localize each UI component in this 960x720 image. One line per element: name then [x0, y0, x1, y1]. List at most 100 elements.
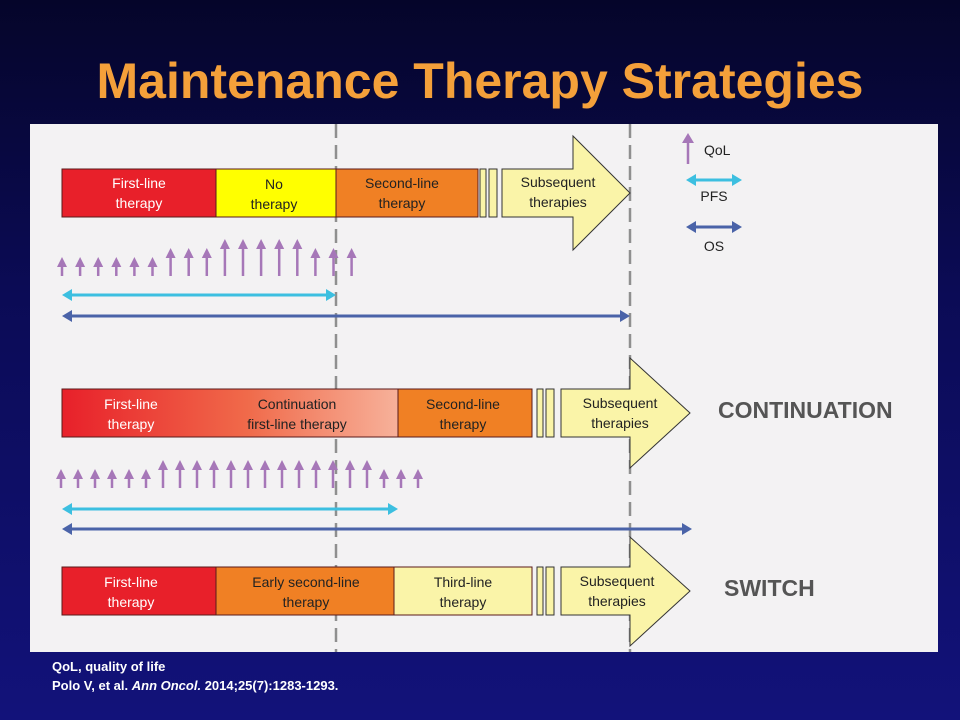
row2-first-line-label-2: therapy: [108, 416, 155, 432]
qol-arrow: [129, 257, 140, 276]
row2-break-bar-1: [536, 388, 544, 438]
row2-break-bar-2: [545, 388, 555, 438]
qol-arrow: [292, 239, 303, 276]
row-2-timeline: First-line therapy Continuation first-li…: [56, 356, 893, 535]
switch-label: SWITCH: [724, 575, 815, 601]
qol-arrow: [396, 469, 406, 488]
qol-arrow: [274, 239, 285, 276]
qol-arrow: [93, 257, 104, 276]
row1-pfs-arrow: [62, 289, 336, 301]
row3-break-bar-1: [536, 566, 544, 616]
row2-subsequent-arrow: [560, 356, 691, 470]
qol-arrow: [209, 460, 219, 488]
footnote-citation: Polo V, et al. Ann Oncol. 2014;25(7):128…: [52, 676, 338, 695]
row2-qol-arrows: [56, 460, 423, 488]
row1-break-bar-1: [479, 168, 487, 218]
row3-subsequent-label-2: therapies: [588, 593, 646, 609]
row2-pfs-arrow: [62, 503, 398, 515]
citation-authors: Polo V, et al.: [52, 678, 129, 693]
row3-subsequent-arrow: [560, 535, 691, 648]
row2-subsequent-label-1: Subsequent: [583, 395, 658, 411]
row1-segment-second-line: [335, 168, 479, 218]
qol-arrow: [192, 460, 202, 488]
qol-arrow: [124, 469, 134, 488]
row1-break-bar-2: [488, 168, 498, 218]
qol-arrow: [243, 460, 253, 488]
page-title: Maintenance Therapy Strategies: [96, 53, 864, 109]
row1-second-line-label-1: Second-line: [365, 175, 439, 191]
row2-os-arrow: [62, 523, 692, 535]
row1-second-line-label-2: therapy: [379, 195, 426, 211]
legend-qol-arrow-icon: [682, 133, 694, 164]
row1-subsequent-label-2: therapies: [529, 194, 587, 210]
qol-arrow: [73, 469, 83, 488]
qol-arrow: [75, 257, 86, 276]
row-3-timeline: First-line therapy Early second-line the…: [61, 535, 815, 648]
qol-arrow: [111, 257, 122, 276]
qol-arrow: [183, 248, 194, 276]
qol-arrow: [56, 469, 66, 488]
row2-second-line-label-2: therapy: [440, 416, 487, 432]
qol-arrow: [294, 460, 304, 488]
qol-arrow: [158, 460, 168, 488]
row1-no-therapy-label-2: therapy: [251, 196, 298, 212]
legend-pfs-arrow-icon: [686, 174, 742, 186]
qol-arrow: [201, 248, 212, 276]
continuation-label: CONTINUATION: [718, 397, 893, 423]
qol-arrow: [260, 460, 270, 488]
qol-arrow: [141, 469, 151, 488]
qol-arrow: [277, 460, 287, 488]
row3-early-second-line-label-2: therapy: [283, 594, 330, 610]
row2-second-line-label-1: Second-line: [426, 396, 500, 412]
qol-arrow: [90, 469, 100, 488]
qol-arrow: [107, 469, 117, 488]
row1-first-line-label-1: First-line: [112, 175, 166, 191]
row2-continuation-label-1: Continuation: [258, 396, 337, 412]
qol-arrow: [57, 257, 67, 276]
legend-qol-label: QoL: [704, 142, 731, 158]
row2-continuation-label-2: first-line therapy: [247, 416, 347, 432]
qol-arrow: [238, 239, 248, 276]
legend: QoL PFS OS: [682, 133, 742, 254]
row3-early-second-line-label-1: Early second-line: [252, 574, 360, 590]
footnote-abbreviation: QoL, quality of life: [52, 659, 166, 674]
row3-first-line-label-1: First-line: [104, 574, 158, 590]
qol-arrow: [219, 239, 230, 276]
qol-arrow: [256, 239, 267, 276]
strategy-diagram: First-line therapy No therapy Second-lin…: [56, 124, 893, 652]
qol-arrow: [226, 460, 236, 488]
row1-os-arrow: [62, 310, 630, 322]
qol-arrow: [379, 469, 389, 488]
legend-os-arrow-icon: [686, 221, 742, 233]
row1-subsequent-arrow: [501, 134, 631, 252]
citation-reference: 2014;25(7):1283-1293.: [204, 678, 339, 693]
qol-arrow: [147, 257, 158, 276]
row2-first-line-label-1: First-line: [104, 396, 158, 412]
row-1-timeline: First-line therapy No therapy Second-lin…: [57, 134, 631, 322]
row3-segment-third-line: [393, 566, 533, 616]
row1-segment-no-therapy: [215, 168, 337, 218]
row2-subsequent-label-2: therapies: [591, 415, 649, 431]
qol-arrow: [328, 248, 339, 276]
row1-first-line-label-2: therapy: [116, 195, 163, 211]
qol-arrow: [346, 248, 357, 276]
row3-third-line-label-2: therapy: [440, 594, 487, 610]
qol-arrow: [165, 248, 176, 276]
qol-arrow: [362, 460, 372, 488]
row3-first-line-label-2: therapy: [108, 594, 155, 610]
row3-break-bar-2: [545, 566, 555, 616]
row1-subsequent-label-1: Subsequent: [521, 174, 596, 190]
qol-arrow: [175, 460, 185, 488]
legend-pfs-label: PFS: [700, 188, 727, 204]
qol-arrow: [328, 460, 338, 488]
row1-no-therapy-label-1: No: [265, 176, 283, 192]
diagram-panel: First-line therapy No therapy Second-lin…: [30, 124, 938, 652]
legend-os-label: OS: [704, 238, 724, 254]
row3-segment-early-second-line: [215, 566, 395, 616]
qol-arrow: [311, 460, 321, 488]
footnote: QoL, quality of life Polo V, et al. Ann …: [52, 657, 338, 695]
row1-qol-arrows: [57, 239, 357, 276]
qol-arrow: [413, 469, 423, 488]
citation-journal: Ann Oncol.: [131, 678, 202, 693]
row2-segment-second-line: [397, 388, 533, 438]
